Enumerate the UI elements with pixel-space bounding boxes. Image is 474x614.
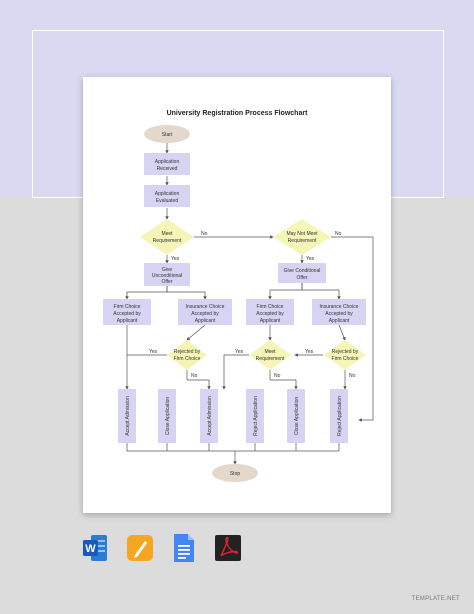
rejected-firm-choice-decision-left	[167, 340, 207, 370]
insurance-choice-label: Applicant	[329, 318, 350, 324]
stop-label: Stop	[230, 471, 241, 477]
edge-label-no: No	[201, 231, 208, 237]
edge-label-no: No	[335, 231, 342, 237]
accept-admission-box	[200, 389, 218, 443]
application-received-label: Received	[157, 166, 178, 172]
word-icon[interactable]: W	[83, 533, 109, 563]
svg-text:W: W	[85, 543, 96, 555]
application-evaluated-label: Evaluated	[156, 198, 178, 204]
application-evaluated-box	[144, 185, 190, 207]
insurance-choice-label: Accepted by	[191, 311, 219, 317]
accept-admission-box	[118, 389, 136, 443]
edge-label-yes: Yes	[149, 349, 158, 355]
flowchart: University Registration Process Flowchar…	[103, 110, 374, 482]
edge-label-no: No	[349, 373, 356, 379]
rejected-firm-choice-label: Rejected by	[174, 349, 201, 355]
meet-requirement-label: Meet	[264, 349, 276, 355]
insurance-choice-label: Applicant	[195, 318, 216, 324]
brand-watermark: TEMPLATE.NET	[411, 596, 460, 602]
meet-requirement-decision	[140, 219, 194, 255]
connectors	[125, 143, 374, 465]
unconditional-offer-label: Unconditional	[152, 273, 182, 279]
firm-choice-label: Firm Choice	[257, 304, 284, 310]
rejected-firm-choice-label: Firm Choice	[332, 356, 359, 362]
firm-choice-box-right	[246, 299, 294, 325]
close-application-box	[287, 389, 305, 443]
insurance-choice-label: Insurance Choice	[186, 304, 225, 310]
start-label: Start	[162, 132, 173, 138]
pages-icon[interactable]	[127, 533, 153, 563]
edge-label-no: No	[274, 373, 281, 379]
conditional-offer-label: Give Conditional	[284, 268, 321, 274]
document-preview: University Registration Process Flowchar…	[83, 77, 391, 513]
insurance-choice-label: Accepted by	[325, 311, 353, 317]
firm-choice-label: Accepted by	[256, 311, 284, 317]
insurance-choice-label: Insurance Choice	[320, 304, 359, 310]
stop-terminal	[212, 464, 258, 482]
may-not-meet-label: May Not Meet	[286, 231, 318, 237]
reject-application-label: Reject Application	[253, 396, 259, 436]
reject-application-box	[246, 389, 264, 443]
may-not-meet-decision	[273, 219, 331, 255]
firm-choice-label: Firm Choice	[114, 304, 141, 310]
meet-requirement-label: Meet	[161, 231, 173, 237]
insurance-choice-box-left	[178, 299, 232, 325]
meet-requirement-decision-mid	[249, 340, 291, 370]
reject-application-box	[330, 389, 348, 443]
edge-label-yes: Yes	[306, 256, 315, 262]
close-application-label: Close Application	[294, 397, 300, 436]
rejected-firm-choice-label: Firm Choice	[174, 356, 201, 362]
edge-label-yes: Yes	[305, 349, 314, 355]
flowchart-title: University Registration Process Flowchar…	[167, 110, 308, 117]
firm-choice-box-left	[103, 299, 151, 325]
unconditional-offer-label: Offer	[161, 279, 172, 285]
firm-choice-label: Applicant	[117, 318, 138, 324]
rejected-firm-choice-decision-right	[324, 340, 366, 370]
meet-requirement-label: Requirement	[153, 238, 182, 244]
google-docs-icon[interactable]	[171, 533, 197, 563]
conditional-offer-label: Offer	[296, 275, 307, 281]
edge-label-no: No	[191, 373, 198, 379]
start-terminal	[144, 125, 190, 143]
format-icons: W	[83, 533, 263, 567]
pdf-icon[interactable]	[215, 533, 241, 563]
may-not-meet-label: Requirement	[288, 238, 317, 244]
application-received-label: Application	[155, 159, 180, 165]
accept-admission-label: Accept Admission	[207, 396, 213, 436]
close-application-label: Close Application	[165, 397, 171, 436]
firm-choice-label: Applicant	[260, 318, 281, 324]
meet-requirement-label: Requirement	[256, 356, 285, 362]
application-received-box	[144, 153, 190, 175]
edge-label-yes: Yes	[171, 256, 180, 262]
close-application-box	[158, 389, 176, 443]
reject-application-label: Reject Application	[337, 396, 343, 436]
application-evaluated-label: Application	[155, 191, 180, 197]
conditional-offer-box	[278, 263, 326, 283]
edge-label-yes: Yes	[235, 349, 244, 355]
firm-choice-label: Accepted by	[113, 311, 141, 317]
insurance-choice-box-right	[312, 299, 366, 325]
accept-admission-label: Accept Admission	[125, 396, 131, 436]
unconditional-offer-label: Give	[162, 267, 173, 273]
unconditional-offer-box	[144, 263, 190, 286]
rejected-firm-choice-label: Rejected by	[332, 349, 359, 355]
